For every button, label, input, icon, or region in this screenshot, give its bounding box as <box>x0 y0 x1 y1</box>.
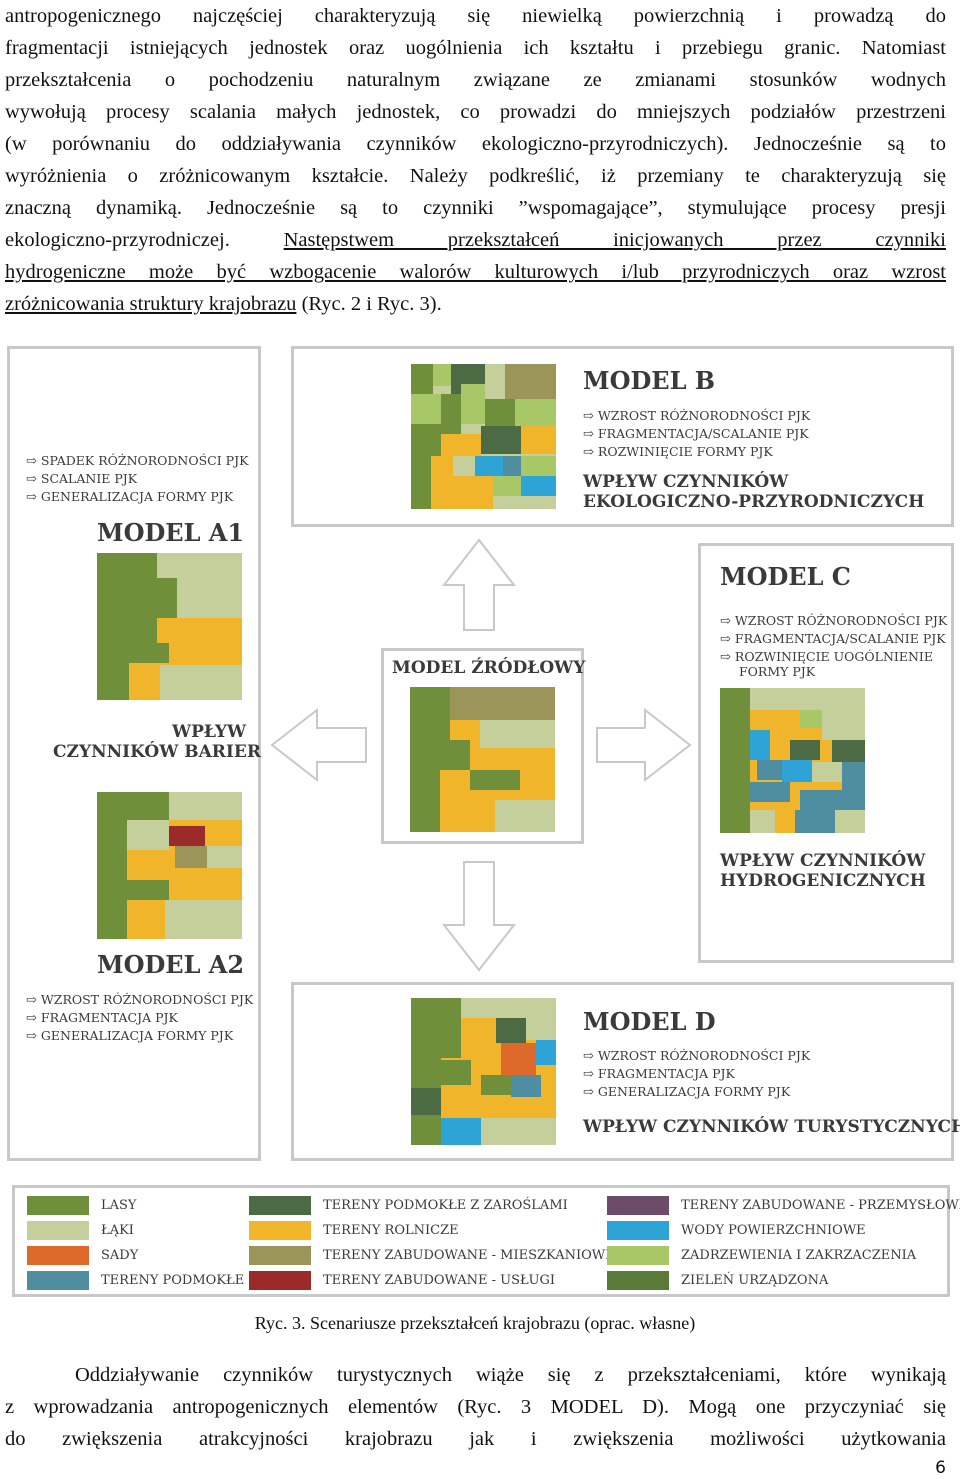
legend-swatch <box>249 1221 311 1240</box>
model-a1-influence-2: CZYNNIKÓW BARIER <box>53 742 261 762</box>
underlined-text: Następstwem przekształceń inicjowanych p… <box>283 229 946 251</box>
legend-label: TERENY PODMOKŁE Z ZAROŚLAMI <box>323 1198 568 1213</box>
model-source-title: MODEL ŹRÓDŁOWY <box>392 658 586 678</box>
text-line: z wprowadzania antropogenicznych element… <box>5 1396 946 1418</box>
text-line: ekologiczno-przyrodniczej. Następstwem p… <box>5 224 946 256</box>
text-line: fragmentacji istniejących jednostek oraz… <box>5 37 946 59</box>
model-a1-bullets: SPADEK RÓŻNORODNOŚCI PJK SCALANIE PJK GE… <box>26 452 249 506</box>
arrow-up <box>441 538 517 631</box>
model-a1-influence-1: WPŁYW <box>172 722 247 742</box>
model-c-influence: WPŁYW CZYNNIKÓW HYDROGENICZNYCH <box>720 851 926 891</box>
legend-label: TERENY ROLNICZE <box>323 1223 459 1238</box>
text-line: hydrogeniczne może być wzbogacenie walor… <box>5 256 946 288</box>
text-line: zróżnicowania struktury krajobrazu (Ryc.… <box>5 288 946 320</box>
text-fragment: (Ryc. 2 i Ryc. 3). <box>296 293 442 315</box>
model-b-influence: WPŁYW CZYNNIKÓW EKOLOGICZNO-PRZYRODNICZY… <box>583 472 925 512</box>
underlined-text: zróżnicowania struktury krajobrazu <box>5 293 297 315</box>
model-b-bullets: WZROST RÓŻNORODNOŚCI PJK FRAGMENTACJA/SC… <box>583 407 810 461</box>
legend-swatch <box>607 1271 669 1290</box>
legend-label: TERENY ZABUDOWANE - MIESZKANIOWE <box>323 1248 615 1263</box>
arrow-down <box>441 861 517 972</box>
text-line: wyróżnienia o zróżnicowanym kształcie. N… <box>5 165 946 187</box>
model-a2-bullets: WZROST RÓŻNORODNOŚCI PJK FRAGMENTACJA PJ… <box>26 991 253 1045</box>
model-c-bullet-continuation: FORMY PJK <box>739 664 816 679</box>
model-d-influence: WPŁYW CZYNNIKÓW TURYSTYCZNYCH <box>583 1117 960 1137</box>
legend-swatch <box>27 1221 89 1240</box>
legend-label: TERENY PODMOKŁE <box>101 1273 245 1288</box>
model-a1-title: MODEL A1 <box>97 518 245 547</box>
legend-swatch <box>249 1246 311 1265</box>
arrow-right <box>596 707 692 783</box>
text-line: (w porównaniu do oddziaływania czynników… <box>5 133 946 155</box>
legend-swatch <box>607 1196 669 1215</box>
text-line: do zwiększenia atrakcyjności krajobrazu … <box>5 1428 946 1450</box>
legend-swatch <box>27 1271 89 1290</box>
model-c-title: MODEL C <box>720 562 851 591</box>
text-line: Oddziaływanie czynników turystycznych wi… <box>75 1364 946 1386</box>
text-fragment: ekologiczno-przyrodniczej. <box>5 229 284 251</box>
map-legend: LASY ŁĄKI SADY TERENY PODMOKŁE TERENY PO… <box>12 1185 960 1297</box>
model-d-bullets: WZROST RÓŻNORODNOŚCI PJK FRAGMENTACJA PJ… <box>583 1047 810 1101</box>
text-line: znaczną dynamiką. Jednocześnie są to czy… <box>5 197 946 219</box>
text-line: wywołują procesy scalania małych jednost… <box>5 101 946 123</box>
text-line: antropogenicznego najczęściej charaktery… <box>5 5 946 27</box>
legend-label: ZADRZEWIENIA I ZAKRZACZENIA <box>681 1248 917 1263</box>
legend-swatch <box>27 1196 89 1215</box>
legend-swatch <box>249 1196 311 1215</box>
legend-swatch <box>27 1246 89 1265</box>
model-c-bullets: WZROST RÓŻNORODNOŚCI PJK FRAGMENTACJA/SC… <box>720 612 947 666</box>
underlined-text: hydrogeniczne może być wzbogacenie walor… <box>5 261 946 283</box>
model-a2-title: MODEL A2 <box>97 950 245 979</box>
arrow-left <box>270 707 367 783</box>
figure-caption: Ryc. 3. Scenariusze przekształceń krajob… <box>254 1313 696 1333</box>
legend-swatch <box>249 1271 311 1290</box>
page-number: 6 <box>935 1458 946 1478</box>
legend-label: ŁĄKI <box>101 1223 134 1238</box>
legend-swatch <box>607 1221 669 1240</box>
legend-label: TERENY ZABUDOWANE - PRZEMYSŁOWE <box>681 1198 960 1213</box>
model-d-title: MODEL D <box>583 1007 716 1036</box>
legend-label: ZIELEŃ URZĄDZONA <box>681 1273 829 1288</box>
legend-label: LASY <box>101 1198 137 1213</box>
text-line: przekształcenia o pochodzeniu naturalnym… <box>5 69 946 91</box>
legend-swatch <box>607 1246 669 1265</box>
legend-label: SADY <box>101 1248 139 1263</box>
model-b-title: MODEL B <box>583 366 716 395</box>
legend-label: WODY POWIERZCHNIOWE <box>681 1223 866 1238</box>
legend-label: TERENY ZABUDOWANE - USŁUGI <box>323 1273 555 1288</box>
